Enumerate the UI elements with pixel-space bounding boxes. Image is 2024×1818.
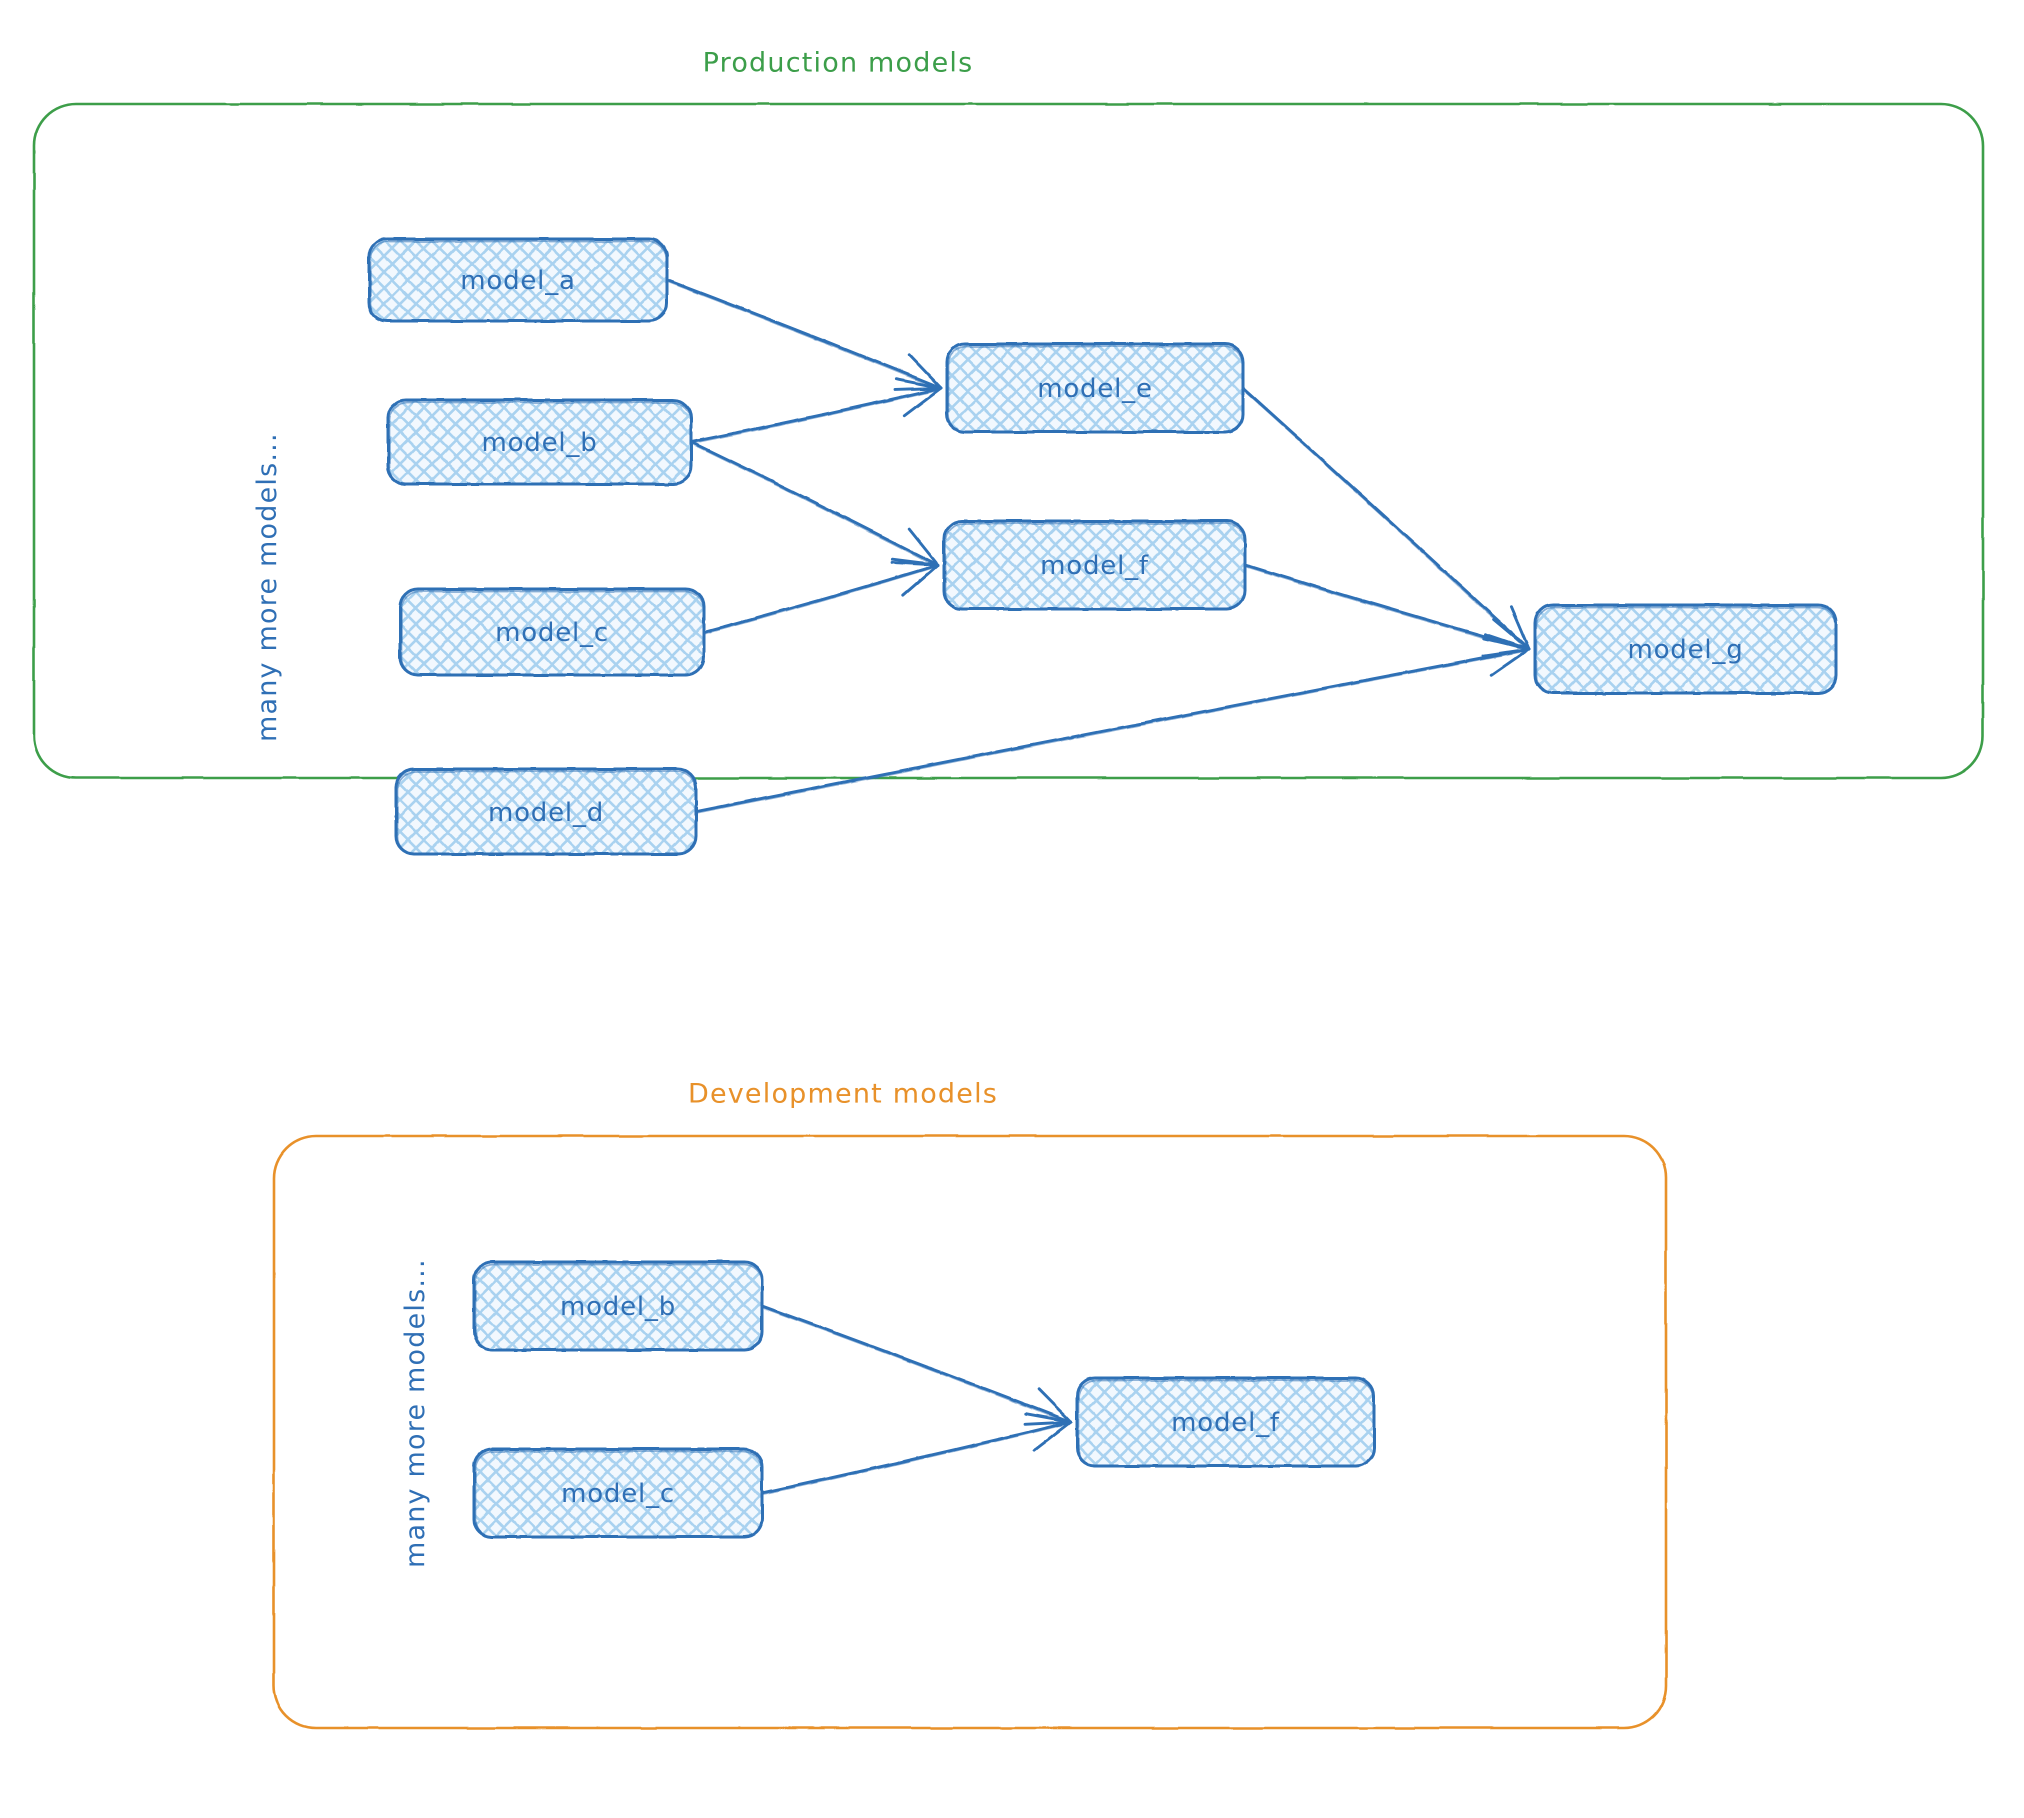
node-shape-sketch [944,522,1246,611]
node-shape-sketch [947,345,1244,434]
node-label-dev_model_b: model_b [559,1292,677,1322]
edge-model_c-to-model_f [702,557,940,635]
edge-line [689,440,940,567]
node-shape-sketch [400,590,705,677]
edge-arrowhead [890,557,940,597]
node-shape-sketch [1077,1379,1375,1468]
group-title-development: Development models [687,1078,999,1110]
node-label-dev_model_f: model_f [1171,1408,1280,1438]
side-label-development: many more models... [400,1258,431,1568]
group-border-production [32,102,1985,780]
node-model_g[interactable] [1533,603,1838,695]
node-dev_model_f[interactable] [1075,1376,1376,1468]
node-label-model_c: model_c [495,618,609,648]
edge-line [1241,386,1531,651]
node-label-model_d: model_d [487,797,605,828]
edge-line-sketch [666,280,941,391]
node-shape-sketch [1535,606,1837,695]
edges [665,278,1531,1496]
node-model_f[interactable] [942,519,1247,611]
edge-line-sketch [1242,388,1529,652]
group-title-production: Production models [702,47,974,79]
node-shape-sketch [474,1263,763,1352]
node-model_a[interactable] [367,237,669,323]
edge-line-sketch [761,1306,1071,1425]
node-shape-sketch [388,401,692,486]
edge-arrowhead [894,377,943,418]
node-shape-sketch [474,1450,763,1539]
node-label-model_f: model_f [1040,551,1149,581]
edge-line-sketch [695,649,1529,814]
edge-dev_model_c-to-dev_model_f [760,1412,1073,1496]
node-model_b[interactable] [386,398,693,486]
edge-arrowhead [1482,636,1531,677]
group-containers [32,102,1985,1730]
group-border-development [272,1134,1668,1730]
edge-line-sketch [690,442,938,568]
nodes [367,237,1838,1539]
edge-line [760,1304,1073,1424]
edge-model_a-to-model_e [665,278,943,391]
edge-arrowhead [1024,1412,1073,1452]
edge-line-sketch [761,1422,1071,1496]
edge-line [665,278,943,390]
edge-model_d-to-model_g [694,636,1531,814]
edge-model_b-to-model_e [689,377,943,445]
node-shape-sketch [396,770,697,856]
edge-model_e-to-model_g [1241,386,1531,652]
node-label-model_e: model_e [1037,374,1153,404]
edge-line [689,386,943,444]
node-label-model_g: model_g [1627,635,1744,665]
node-model_e[interactable] [945,342,1245,434]
node-model_c[interactable] [398,587,706,677]
node-label-dev_model_c: model_c [561,1479,675,1509]
node-dev_model_c[interactable] [472,1447,764,1539]
edge-line [1243,563,1531,651]
edge-line [694,647,1531,813]
node-dev_model_b[interactable] [472,1260,764,1352]
node-shape-sketch [369,240,668,323]
edge-line-sketch [690,388,941,445]
node-label-model_b: model_b [481,428,598,458]
edge-model_b-to-model_f [689,440,940,568]
edge-line [760,1420,1073,1495]
edge-line-sketch [703,565,938,635]
side-label-production: many more models... [252,432,283,742]
node-model_d[interactable] [394,767,698,856]
node-label-model_a: model_a [460,266,576,296]
edge-line [702,563,940,634]
edge-dev_model_b-to-dev_model_f [760,1304,1073,1426]
